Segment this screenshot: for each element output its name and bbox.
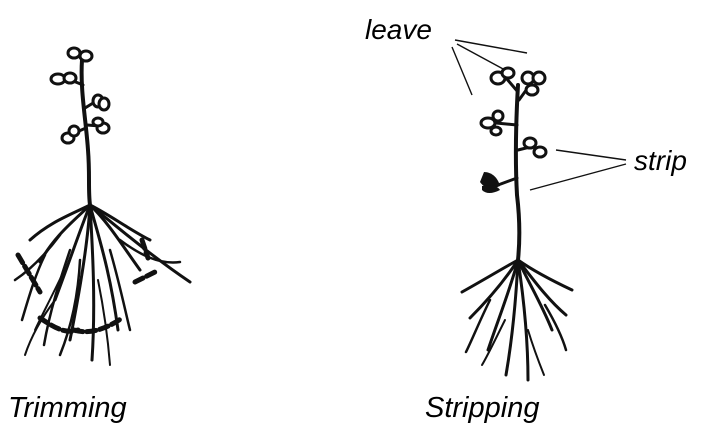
stripping-caption: Stripping (425, 394, 539, 423)
trimmed-seedling (15, 48, 190, 365)
left-roots (15, 205, 190, 365)
leave-label: leave (365, 16, 432, 44)
right-roots (462, 260, 572, 380)
trim-cut-marks (18, 240, 155, 332)
stripped-seedling (452, 40, 626, 380)
strip-label: strip (634, 147, 687, 175)
callout-pointers (452, 40, 626, 190)
trimming-caption: Trimming (8, 394, 127, 423)
right-stem (516, 85, 519, 260)
left-stem (82, 60, 90, 205)
